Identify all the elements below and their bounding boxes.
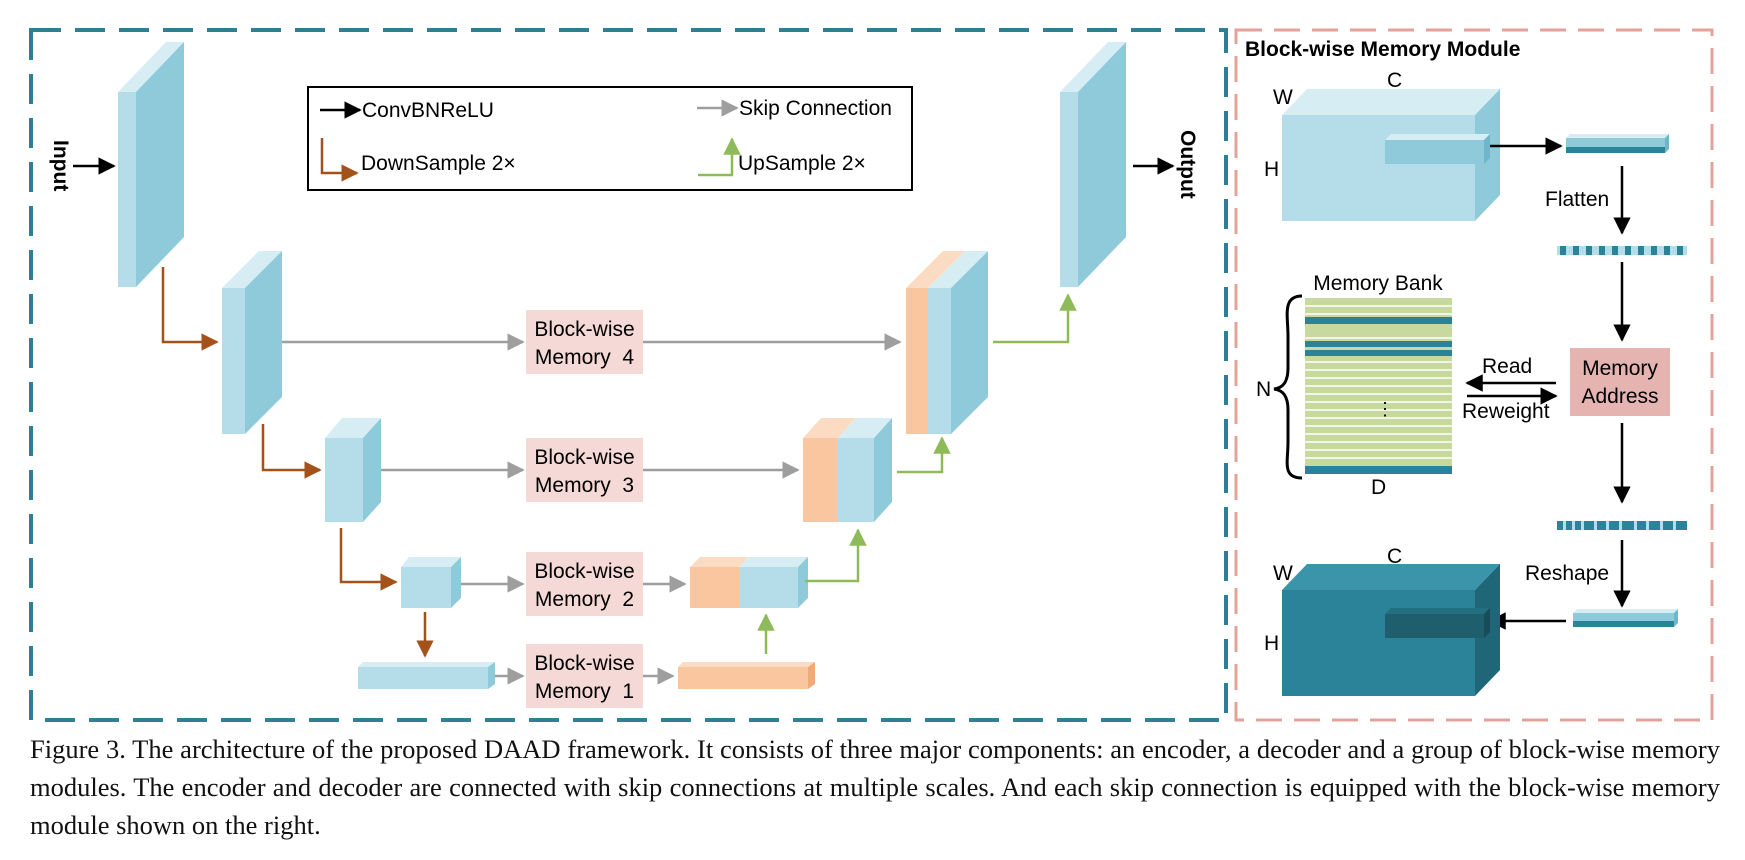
legend-conv-label: ConvBNReLU (362, 99, 494, 122)
memory-bank: ⋮ (1305, 298, 1452, 474)
address-line2: Address (1581, 385, 1658, 408)
legend: ConvBNReLU Skip Connection DownSample 2×… (307, 86, 913, 191)
network-frame (29, 28, 1228, 722)
encoder-block-1 (118, 42, 184, 287)
memory-address-box: Memory Address (1570, 348, 1670, 416)
flatten-label: Flatten (1545, 188, 1609, 211)
flattened-vector (1557, 246, 1687, 255)
input-feature-cube (1282, 89, 1500, 221)
memory-block-4: Block-wise Memory 4 (526, 310, 643, 374)
cube-c-label: C (1387, 69, 1402, 92)
out-cube-w-label: W (1273, 562, 1293, 585)
output-feature-cube (1282, 564, 1500, 696)
reweight-label: Reweight (1462, 400, 1550, 423)
memory-1-line1: Block-wise (534, 652, 634, 675)
module-frame (1234, 28, 1714, 722)
memory-2-line2: Memory 2 (535, 588, 634, 611)
memory-bank-label: Memory Bank (1313, 272, 1443, 295)
bank-ellipsis: ⋮ (1376, 399, 1394, 419)
memory-4-line1: Block-wise (534, 318, 634, 341)
legend-box (307, 86, 913, 191)
memory-block-2: Block-wise Memory 2 (526, 552, 643, 616)
input-label: Input (49, 140, 72, 191)
query-block (1566, 134, 1669, 153)
bank-brace (1273, 294, 1303, 480)
memory-3-line1: Block-wise (534, 446, 634, 469)
daad-architecture-diagram: ConvBNReLU Skip Connection DownSample 2×… (29, 28, 1714, 722)
memory-3-line2: Memory 3 (535, 474, 634, 497)
bottleneck-block (358, 662, 495, 689)
cube-w-label: W (1273, 86, 1293, 109)
memory-2-line1: Block-wise (534, 560, 634, 583)
decoder-block-3 (803, 418, 892, 522)
encoder-block-2 (222, 251, 282, 434)
output-label: Output (1176, 130, 1199, 199)
address-line1: Memory (1582, 357, 1658, 380)
upsample-arrow-2 (805, 528, 867, 583)
memory-1-line2: Memory 1 (535, 680, 634, 703)
decoder-block-1 (678, 662, 815, 689)
figure-caption: Figure 3. The architecture of the propos… (30, 734, 1720, 840)
out-cube-h-label: H (1264, 632, 1279, 655)
decoder-block-4 (906, 251, 988, 434)
bank-d-label: D (1371, 476, 1386, 499)
reshaped-block (1573, 609, 1678, 627)
encoder-block-4 (401, 557, 461, 608)
reweighted-vector (1557, 521, 1687, 530)
upsample-arrow-3 (897, 436, 951, 474)
legend-up-label: UpSample 2× (738, 152, 866, 175)
upsample-arrow-4 (993, 293, 1077, 344)
bank-n-label: N (1256, 378, 1271, 401)
up-legend-arrow (698, 137, 741, 177)
reshape-label: Reshape (1525, 562, 1609, 585)
downsample-arrow-2 (261, 424, 322, 479)
downsample-arrow-1 (161, 267, 219, 351)
legend-skip-label: Skip Connection (739, 97, 892, 120)
module-title: Block-wise Memory Module (1245, 38, 1520, 61)
cube-h-label: H (1264, 158, 1279, 181)
memory-block-3: Block-wise Memory 3 (526, 438, 643, 502)
memory-block-1: Block-wise Memory 1 (526, 644, 643, 708)
down-legend-arrow (320, 138, 359, 182)
read-label: Read (1482, 355, 1532, 378)
legend-down-label: DownSample 2× (361, 152, 516, 175)
downsample-arrow-3 (339, 528, 398, 591)
decoder-block-2 (690, 557, 808, 608)
encoder-block-3 (325, 418, 381, 522)
out-cube-c-label: C (1387, 545, 1402, 568)
output-block (1060, 42, 1126, 287)
memory-4-line2: Memory 4 (535, 346, 635, 369)
